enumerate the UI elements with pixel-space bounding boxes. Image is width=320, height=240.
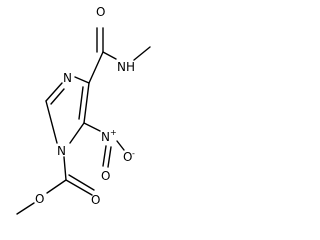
bond-camide-nh [102,51,117,60]
bond-c5-nnitro [83,122,101,132]
atom-o-amide: O [96,5,105,19]
atom-o-nitro-single: O [123,150,132,164]
bond-n1-cester [63,156,67,181]
bond-c2-n3 [45,82,63,102]
bond-c5-n1 [69,122,85,144]
atom-h-amide: H [126,60,135,74]
bond-cester-o-double [65,179,93,196]
bond-cester-o-double-2 [68,174,95,191]
bond-cester-o-single [46,179,67,194]
atom-n1-ring: N [57,144,66,158]
atom-n-nitro: N [101,130,110,144]
atom-n-nitro-charge: + [110,128,117,137]
atom-n-amide: N [117,60,126,74]
bond-n3-c4 [74,76,90,84]
bonds [16,27,151,215]
bond-nnitro-o-double [102,145,107,167]
bond-nnitro-o-double-2 [107,146,112,168]
atom-o-nitro-charge: - [132,149,135,158]
atom-o-ester-double: O [91,193,100,207]
atom-o-nitro-double: O [101,169,110,183]
bond-nh-ch3 [133,46,151,61]
bond-o-ch3 [16,202,35,215]
bond-n1-c2 [45,100,58,144]
bond-c2-n3-double [50,88,65,105]
bond-c4-c5-double [78,86,84,120]
bond-c4-camide [88,51,104,84]
bond-nnitro-o-single [116,140,125,151]
bond-c4-c5 [83,82,90,124]
atom-labels: O N H N N + O - O N O O [35,5,135,207]
chemical-structure-diagram: O N H N N + O - O N O O [16,5,151,215]
atom-n3-ring: N [63,71,72,85]
atom-o-ester-single: O [35,192,44,206]
